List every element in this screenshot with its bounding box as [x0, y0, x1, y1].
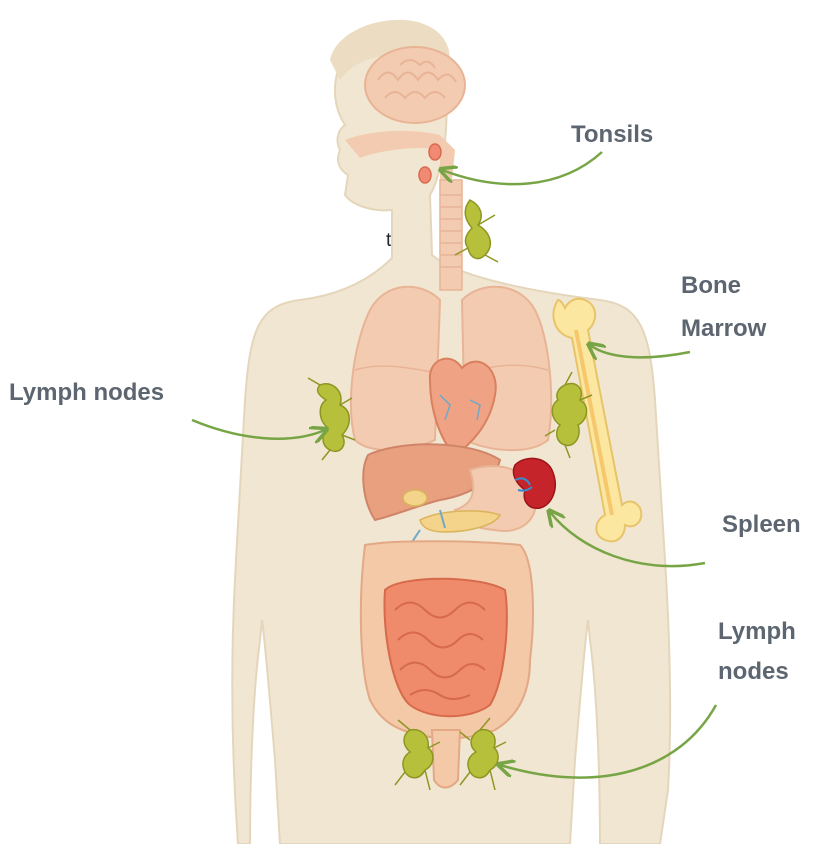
- rectum: [432, 730, 460, 788]
- trachea: [440, 180, 462, 290]
- bone-marrow-label-line1: Bone: [681, 271, 741, 301]
- brain: [365, 47, 465, 123]
- spleen-label: Spleen: [722, 510, 801, 540]
- lymph-nodes-right-label-line2: nodes: [718, 657, 789, 687]
- tonsils-arrow: [442, 152, 602, 184]
- lymph-nodes-right-label-line1: Lymph: [718, 617, 796, 647]
- gallbladder: [403, 490, 427, 506]
- tonsils-label: Tonsils: [571, 120, 653, 150]
- bone-marrow-label-line2: Marrow: [681, 314, 766, 344]
- lymph-nodes-left-label: Lymph nodes: [9, 378, 164, 408]
